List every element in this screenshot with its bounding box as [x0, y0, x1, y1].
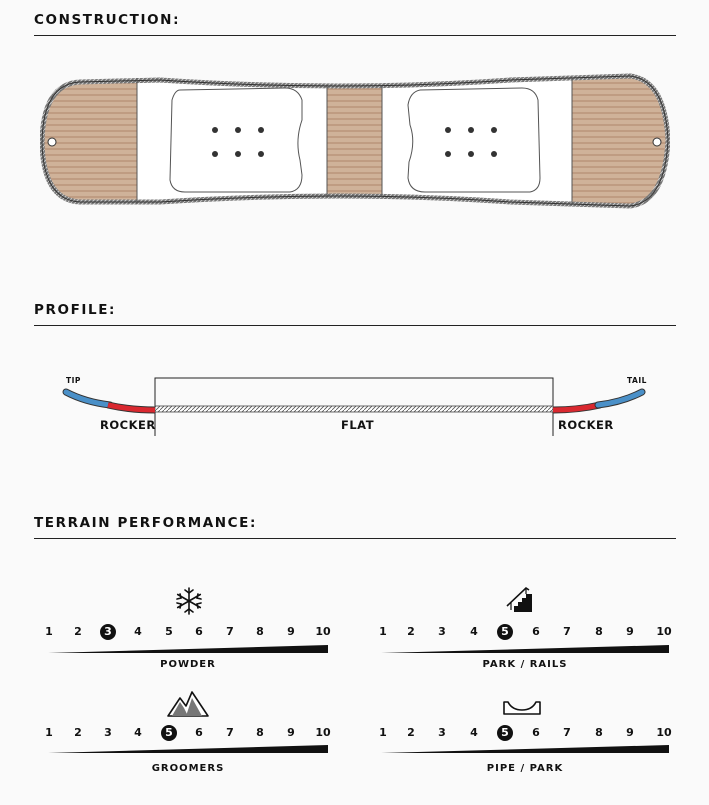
scale-number: 7	[226, 726, 234, 739]
scale-number: 4	[470, 625, 478, 638]
profile-heading: PROFILE:	[34, 302, 117, 318]
pipe-park-wedge	[381, 745, 669, 753]
scale-number: 9	[626, 625, 634, 638]
powder-wedge	[48, 645, 328, 653]
groomers-wedge	[48, 745, 328, 753]
scale-number: 4	[134, 726, 142, 739]
scale-number: 6	[532, 726, 540, 739]
scale-number: 10	[656, 625, 672, 638]
tail-label: TAIL	[627, 376, 647, 385]
board-profile-diagram	[62, 377, 646, 436]
scale-number: 2	[407, 625, 415, 638]
scale-number: 10	[656, 726, 672, 739]
snowflake-icon	[176, 587, 202, 615]
scale-number: 8	[595, 625, 603, 638]
scale-number: 2	[74, 625, 82, 638]
profile-rule	[34, 325, 676, 326]
board-construction-diagram	[40, 73, 670, 209]
scale-number: 3	[438, 726, 446, 739]
selected-rating: 5	[497, 624, 513, 640]
powder-label: POWDER	[160, 659, 216, 670]
scale-number: 3	[438, 625, 446, 638]
selected-rating: 5	[497, 725, 513, 741]
groomers-label: GROOMERS	[151, 763, 225, 774]
park-rails-wedge	[381, 645, 669, 653]
scale-number: 1	[379, 625, 387, 638]
terrain-rule	[34, 538, 676, 539]
mountains-icon	[167, 691, 209, 717]
scale-number: 2	[74, 726, 82, 739]
scale-number: 6	[195, 726, 203, 739]
scale-number: 4	[470, 726, 478, 739]
scale-number: 9	[626, 726, 634, 739]
scale-number: 5	[165, 625, 173, 638]
flat-label: FLAT	[341, 418, 375, 432]
scale-number: 8	[256, 625, 264, 638]
scale-number: 6	[195, 625, 203, 638]
stairs-rail-icon	[506, 586, 532, 612]
scale-number: 4	[134, 625, 142, 638]
rocker-right-label: ROCKER	[558, 418, 614, 432]
scale-number: 1	[379, 726, 387, 739]
scale-number: 1	[45, 726, 53, 739]
park-rails-scale: 1 2 3 4 5 6 7 8 9 10	[376, 624, 672, 640]
groomers-scale: 1 2 3 4 5 6 7 8 9 10	[42, 725, 331, 741]
scale-number: 7	[563, 625, 571, 638]
pipe-park-scale: 1 2 3 4 5 6 7 8 9 10	[376, 725, 672, 741]
selected-rating: 5	[161, 725, 177, 741]
scale-number: 2	[407, 726, 415, 739]
powder-scale: 1 2 3 4 5 6 7 8 9 10	[42, 624, 331, 640]
pipe-park-label: PIPE / PARK	[486, 763, 564, 774]
scale-number: 7	[226, 625, 234, 638]
terrain-heading: TERRAIN PERFORMANCE:	[34, 515, 258, 531]
scale-number: 10	[315, 625, 331, 638]
construction-heading: CONSTRUCTION:	[34, 12, 181, 28]
scale-number: 1	[45, 625, 53, 638]
rocker-left-label: ROCKER	[100, 418, 156, 432]
scale-number: 8	[256, 726, 264, 739]
scale-number: 9	[287, 625, 295, 638]
scale-number: 6	[532, 625, 540, 638]
halfpipe-icon	[503, 701, 541, 715]
park-rails-label: PARK / RAILS	[482, 659, 568, 670]
construction-rule	[34, 35, 676, 36]
scale-number: 8	[595, 726, 603, 739]
scale-number: 9	[287, 726, 295, 739]
scale-number: 10	[315, 726, 331, 739]
scale-number: 7	[563, 726, 571, 739]
scale-number: 3	[104, 726, 112, 739]
tip-label: TIP	[66, 376, 81, 385]
selected-rating: 3	[100, 624, 116, 640]
